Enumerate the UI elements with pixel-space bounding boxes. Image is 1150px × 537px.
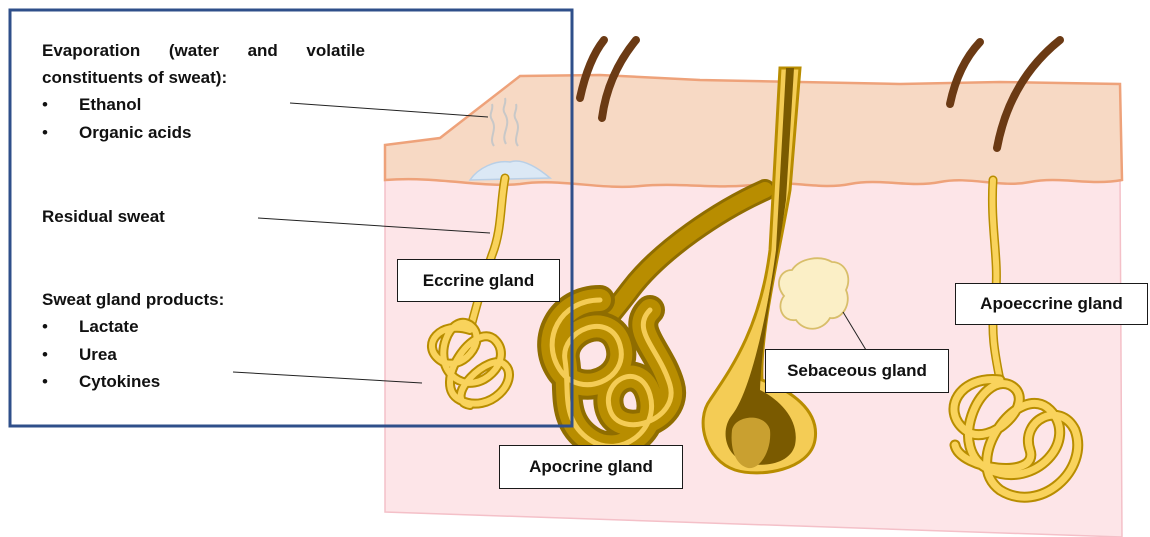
- list-item-text: Urea: [79, 345, 117, 364]
- list-item: • Ethanol: [42, 91, 365, 119]
- evaporation-heading-cont: constituents of sweat):: [42, 64, 365, 91]
- list-item: • Cytokines: [42, 368, 224, 396]
- bullet-icon: •: [42, 341, 48, 369]
- residual-section: Residual sweat: [42, 203, 165, 230]
- apocrine-gland-label: Apocrine gland: [499, 445, 683, 489]
- apoeccrine-gland-label: Apoeccrine gland: [955, 283, 1148, 325]
- products-section: Sweat gland products: • Lactate • Urea • Cy…: [42, 286, 224, 396]
- products-heading: Sweat gland products:: [42, 286, 224, 313]
- products-list: • Lactate • Urea • Cytokines: [42, 313, 224, 396]
- bullet-icon: •: [42, 313, 48, 341]
- evaporation-heading: Evaporation (water and volatile: [42, 37, 365, 64]
- apocrine-coil: [552, 300, 671, 446]
- list-item-text: Lactate: [79, 317, 139, 336]
- list-item: • Urea: [42, 341, 224, 369]
- evaporation-section: Evaporation (water and volatile constitu…: [42, 37, 365, 146]
- bullet-icon: •: [42, 91, 48, 119]
- list-item: • Lactate: [42, 313, 224, 341]
- list-item-text: Organic acids: [79, 123, 191, 142]
- eccrine-gland-label: Eccrine gland: [397, 259, 560, 302]
- evaporation-list: • Ethanol • Organic acids: [42, 91, 365, 146]
- sebaceous-gland-label: Sebaceous gland: [765, 349, 949, 393]
- bullet-icon: •: [42, 368, 48, 396]
- list-item: • Organic acids: [42, 119, 365, 147]
- list-item-text: Ethanol: [79, 95, 141, 114]
- bullet-icon: •: [42, 119, 48, 147]
- residual-heading: Residual sweat: [42, 203, 165, 230]
- list-item-text: Cytokines: [79, 372, 160, 391]
